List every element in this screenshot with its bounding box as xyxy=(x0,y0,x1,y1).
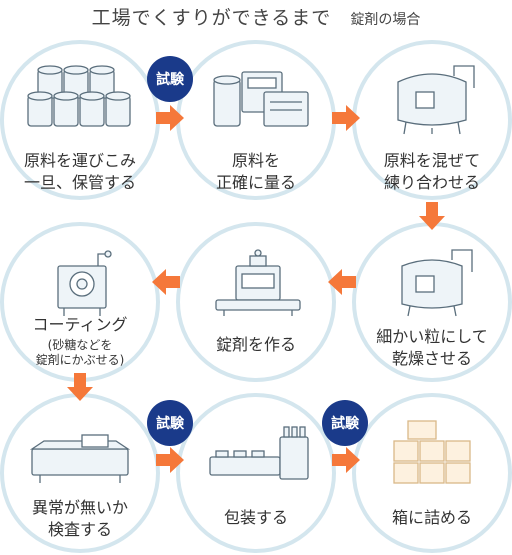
step-circle-tablet: 錠剤を作る xyxy=(176,222,336,382)
step-circle-storage: 原料を運びこみ 一旦、保管する xyxy=(0,40,160,200)
title-main: 工場でくすりができるまで xyxy=(91,7,332,29)
granulator-tank-icon xyxy=(401,249,473,317)
arrow-down-icon xyxy=(419,202,445,230)
title-sub: 錠剤の場合 xyxy=(350,12,421,28)
step-label-inspect: 異常が無いか 検査する xyxy=(31,498,128,539)
step-label-coating: コーティング xyxy=(32,315,128,334)
step-label-granulate: 細かい粒にして 乾燥させる xyxy=(376,327,488,368)
storage-drums-icon xyxy=(27,65,131,127)
test-badge: 試験 xyxy=(322,400,368,446)
step-label-storage: 原料を運びこみ 一旦、保管する xyxy=(23,151,136,192)
arrow-right-icon xyxy=(156,105,184,131)
test-badge: 試験 xyxy=(147,56,193,102)
arrow-right-icon xyxy=(156,447,184,473)
inspection-machine-icon xyxy=(29,434,131,483)
coating-machine-icon xyxy=(57,250,112,316)
weighing-scale-icon xyxy=(213,71,309,127)
arrow-left-icon xyxy=(152,269,180,295)
step-note-coating: (砂糖などを 錠剤にかぶせる) xyxy=(35,338,125,367)
tablet-press-icon xyxy=(215,249,301,316)
step-circle-weigh: 原料を 正確に量る xyxy=(176,40,336,200)
arrow-right-icon xyxy=(332,447,360,473)
diagram-title: 工場でくすりができるまで 錠剤の場合 xyxy=(0,3,512,30)
step-circle-granulate: 細かい粒にして 乾燥させる xyxy=(352,222,512,382)
step-label-box: 箱に詰める xyxy=(391,508,472,527)
step-circle-mix: 原料を混ぜて 練り合わせる xyxy=(352,40,512,200)
arrow-down-icon xyxy=(67,373,93,401)
step-circle-box: 箱に詰める xyxy=(352,393,512,553)
arrow-left-icon xyxy=(328,269,356,295)
step-circle-coating: コーティング (砂糖などを 錠剤にかぶせる) xyxy=(0,222,160,382)
packaging-line-icon xyxy=(209,426,309,480)
step-label-mix: 原料を混ぜて 練り合わせる xyxy=(383,151,481,192)
stacked-boxes-icon xyxy=(393,420,471,484)
step-label-tablet: 錠剤を作る xyxy=(215,335,296,354)
step-label-package: 包装する xyxy=(223,508,288,527)
step-circle-inspect: 異常が無いか 検査する xyxy=(0,393,160,553)
step-label-weigh: 原料を 正確に量る xyxy=(215,151,296,192)
test-badge: 試験 xyxy=(147,400,193,446)
step-circle-package: 包装する xyxy=(176,393,336,553)
mixing-tank-icon xyxy=(397,65,475,135)
arrow-right-icon xyxy=(332,105,360,131)
